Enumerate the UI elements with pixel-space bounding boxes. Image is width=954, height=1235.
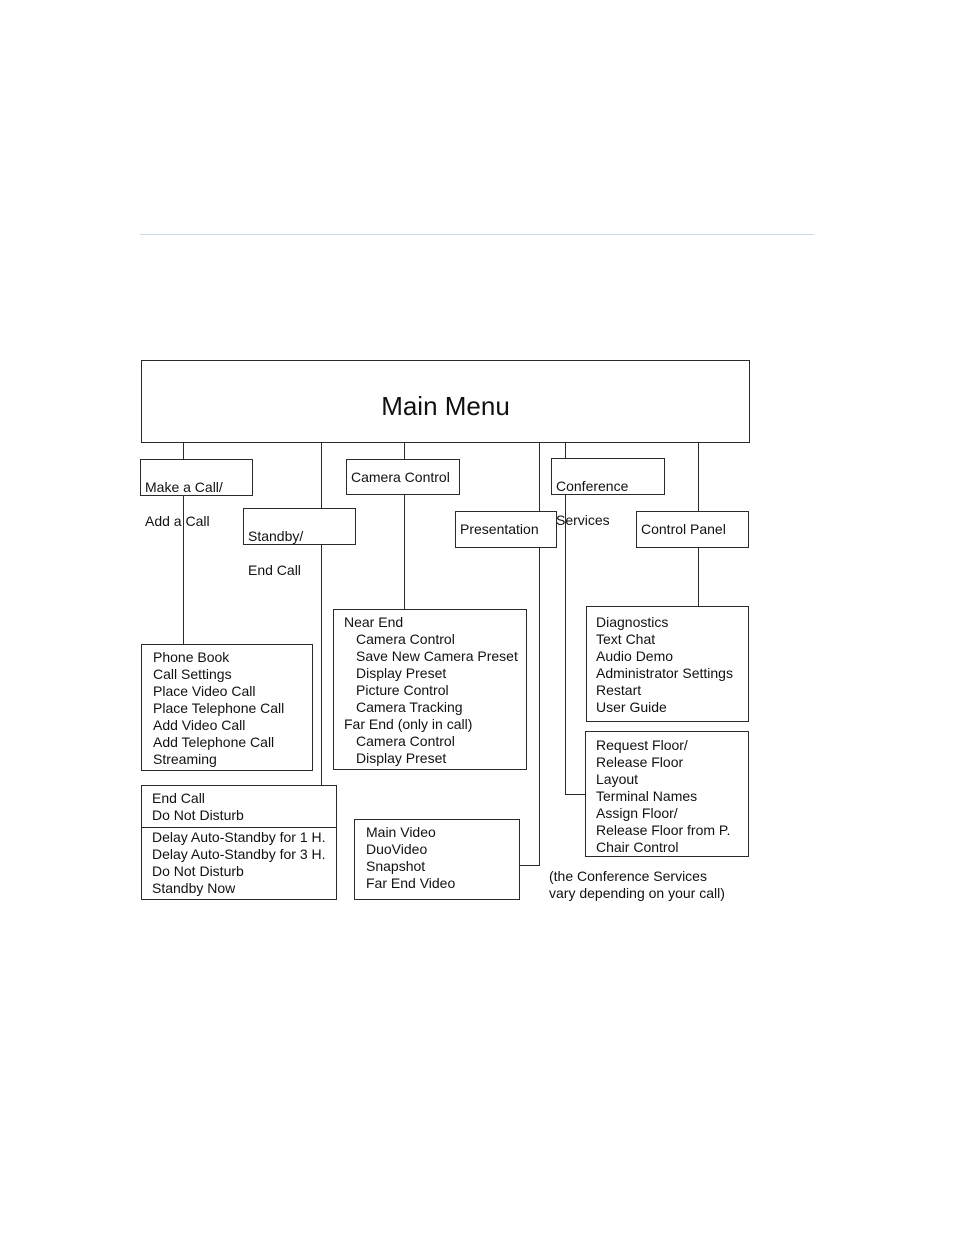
list-item: Request Floor/ — [596, 737, 688, 753]
list-item: Administrator Settings — [596, 665, 733, 681]
control-panel-label: Control Panel — [641, 521, 726, 537]
conference-note: (the Conference Services vary depending … — [549, 868, 725, 902]
control-panel-box: Control Panel — [636, 511, 749, 548]
list-item: Picture Control — [356, 682, 449, 698]
list-item: Standby Now — [152, 880, 236, 896]
list-item: Delay Auto-Standby for 3 H. — [152, 846, 326, 862]
list-item: Release Floor from P. — [596, 822, 731, 838]
make-call-box: Make a Call/ Add a Call — [140, 459, 253, 529]
standby-list: Delay Auto-Standby for 1 H.Delay Auto-St… — [142, 828, 336, 897]
list-item: Add Video Call — [153, 717, 246, 733]
list-item: Near End — [344, 614, 404, 630]
list-item: Do Not Disturb — [152, 863, 244, 879]
list-item: Streaming — [153, 751, 217, 767]
conference-services-box: Conference Services — [551, 458, 665, 528]
standby-list-box: Delay Auto-Standby for 1 H.Delay Auto-St… — [141, 827, 337, 900]
camera-control-label: Camera Control — [351, 468, 450, 485]
list-item: Chair Control — [596, 839, 679, 855]
list-item: Place Telephone Call — [153, 700, 285, 716]
list-item: Call Settings — [153, 666, 232, 682]
list-item: Save New Camera Preset — [356, 648, 518, 664]
list-item: Release Floor — [596, 754, 684, 770]
conference-line-2: Services — [556, 512, 610, 528]
standby-line-2: End Call — [248, 562, 301, 578]
list-item: Diagnostics — [596, 614, 669, 630]
list-item: Do Not Disturb — [152, 807, 244, 823]
list-item: Assign Floor/ — [596, 805, 678, 821]
standby-end-call-box: Standby/ End Call — [243, 508, 356, 578]
list-item: Layout — [596, 771, 639, 787]
list-item: Display Preset — [356, 665, 447, 681]
list-item: Camera Control — [356, 733, 455, 749]
make-call-line-1: Make a Call/ — [145, 479, 223, 495]
main-menu-box: Main Menu — [141, 360, 750, 443]
camera-control-box: Camera Control — [346, 459, 460, 495]
make-call-line-2: Add a Call — [145, 513, 210, 529]
presentation-label: Presentation — [460, 521, 539, 537]
list-item: Far End (only in call) — [344, 716, 473, 732]
list-item: Audio Demo — [596, 648, 674, 664]
conference-note-line-1: (the Conference Services — [549, 868, 707, 884]
main-menu-title: Main Menu — [381, 391, 510, 421]
list-item: Snapshot — [366, 858, 426, 874]
list-item: Main Video — [366, 824, 436, 840]
header-rule — [140, 234, 814, 235]
list-item: End Call — [152, 790, 205, 806]
list-item: Far End Video — [366, 875, 456, 891]
list-item: Display Preset — [356, 750, 447, 766]
presentation-box: Presentation — [455, 511, 557, 548]
list-item: Text Chat — [596, 631, 656, 647]
standby-line-1: Standby/ — [248, 528, 304, 544]
list-item: Restart — [596, 682, 642, 698]
list-item: Camera Control — [356, 631, 455, 647]
list-item: Terminal Names — [596, 788, 698, 804]
list-item: Camera Tracking — [356, 699, 463, 715]
conference-note-line-2: vary depending on your call) — [549, 885, 725, 901]
list-item: Delay Auto-Standby for 1 H. — [152, 829, 326, 845]
conference-line-1: Conference — [556, 478, 629, 494]
list-item: User Guide — [596, 699, 667, 715]
list-item: Place Video Call — [153, 683, 256, 699]
list-item: Add Telephone Call — [153, 734, 275, 750]
list-item: Phone Book — [153, 649, 230, 665]
list-item: DuoVideo — [366, 841, 428, 857]
